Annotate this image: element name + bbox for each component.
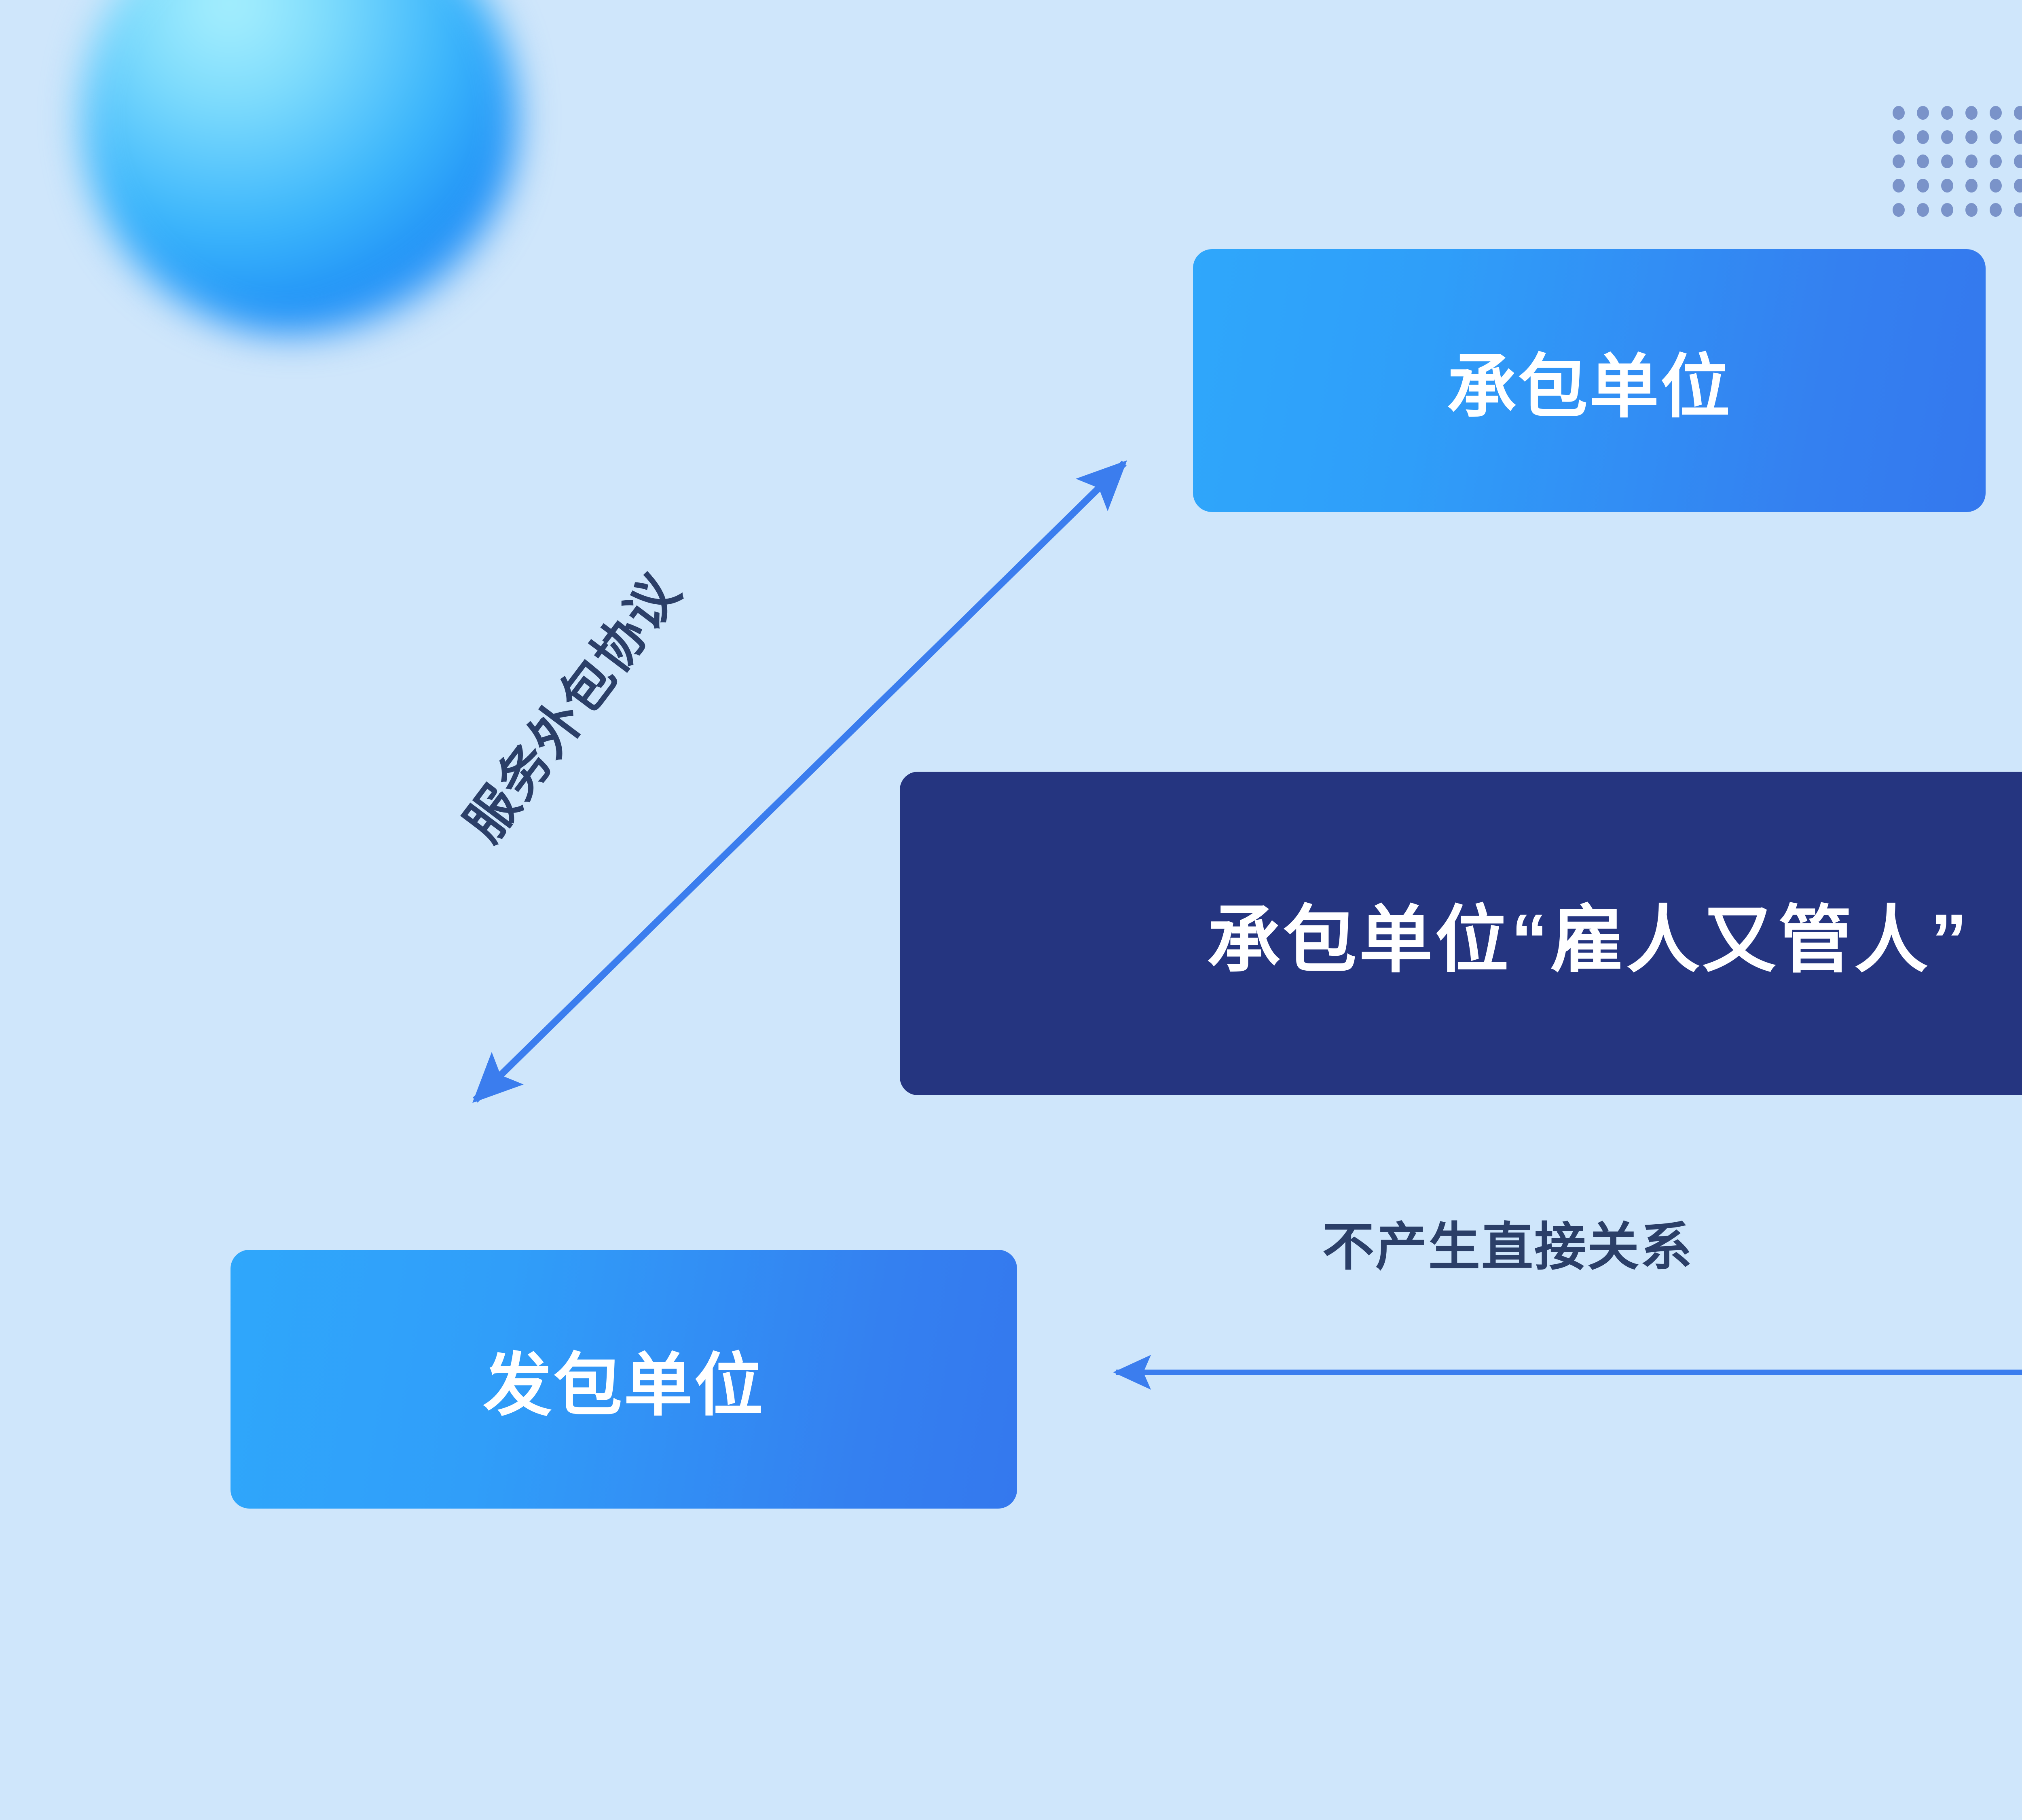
dot-grid-dot: [2014, 130, 2022, 144]
dot-grid-dot: [2014, 203, 2022, 217]
dot-grid-dot: [1941, 154, 1953, 168]
dot-grid-dot: [1917, 106, 1929, 120]
dot-grid-dot: [1965, 203, 1978, 217]
node-center-statement[interactable]: 承包单位“雇人又管人”: [900, 772, 2022, 1095]
dot-grid-dot: [1893, 130, 1905, 144]
dot-grid-dot: [1990, 130, 2002, 144]
dot-grid-dot: [1893, 203, 1905, 217]
dot-grid-dot: [1941, 179, 1953, 193]
dot-grid-decoration: [1893, 106, 2022, 231]
dot-grid-dot: [1893, 179, 1905, 193]
dot-grid-dot: [1990, 154, 2002, 168]
dot-grid-dot: [1965, 154, 1978, 168]
dot-grid-dot: [2014, 106, 2022, 120]
dot-grid-dot: [1965, 106, 1978, 120]
node-contractor-unit[interactable]: 承包单位: [1193, 249, 1986, 512]
dot-grid-dot: [1941, 203, 1953, 217]
dot-grid-dot: [1941, 106, 1953, 120]
dot-grid-dot: [1990, 203, 2002, 217]
dot-grid-dot: [1893, 154, 1905, 168]
dot-grid-dot: [1893, 106, 1905, 120]
dot-grid-dot: [1990, 179, 2002, 193]
dot-grid-dot: [1965, 130, 1978, 144]
node-center-statement-label: 承包单位“雇人又管人”: [1207, 898, 1970, 981]
node-issuing-unit[interactable]: 发包单位: [231, 1250, 1017, 1509]
dot-grid-dot: [2014, 154, 2022, 168]
node-contractor-unit-label: 承包单位: [1447, 348, 1732, 426]
dot-grid-dot: [1990, 106, 2002, 120]
decorative-blob-top-left: [81, 0, 518, 336]
dot-grid-dot: [1965, 179, 1978, 193]
node-issuing-unit-label: 发包单位: [483, 1347, 765, 1424]
dot-grid-dot: [1917, 179, 1929, 193]
edge-label-service-outsourcing-agreement: 服务外包协议: [454, 563, 692, 852]
dot-grid-dot: [2014, 179, 2022, 193]
dot-grid-dot: [1917, 130, 1929, 144]
dot-grid-dot: [1917, 203, 1929, 217]
dot-grid-dot: [1941, 130, 1953, 144]
edge-label-no-direct-relationship: 不产生直接关系: [1322, 1218, 1694, 1276]
dot-grid-dot: [1917, 154, 1929, 168]
